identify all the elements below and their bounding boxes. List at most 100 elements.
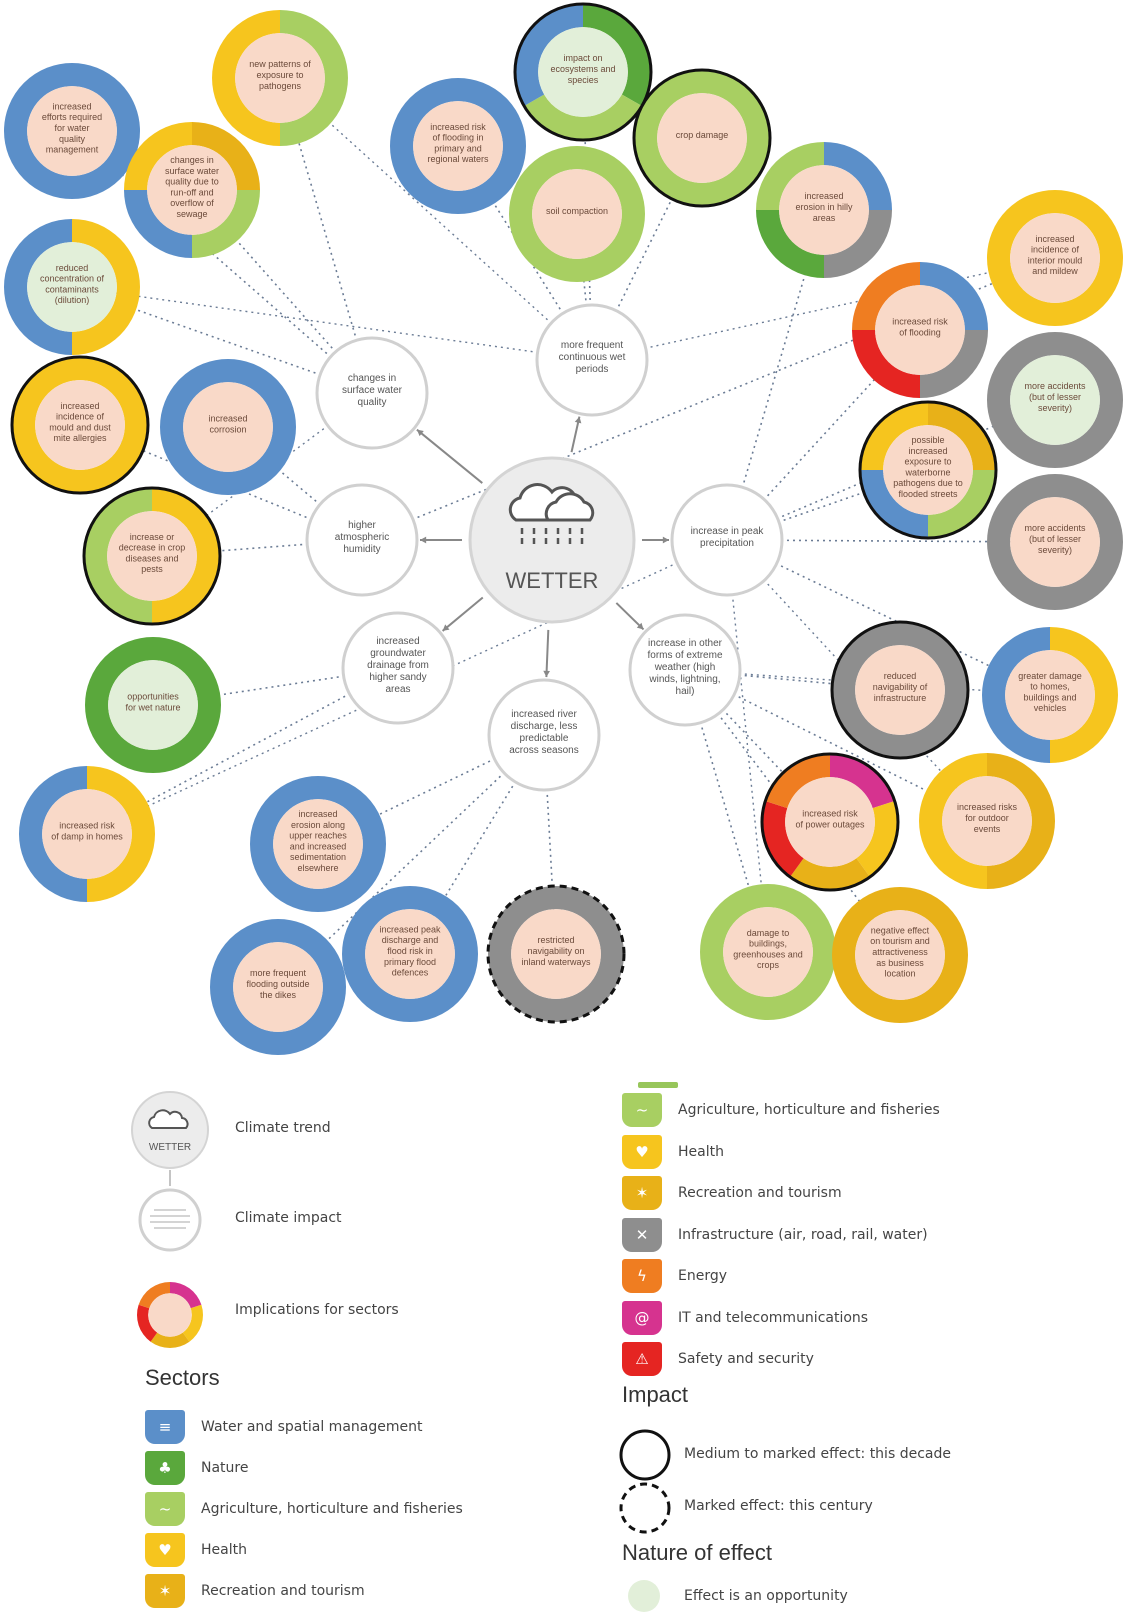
effect-fill: [108, 660, 198, 750]
connection-line: [279, 77, 593, 361]
trend-arrows: [416, 416, 669, 678]
fish-icon: ~: [145, 1492, 185, 1526]
legend-implications: Implications for sectors: [235, 1302, 399, 1318]
agriculture-segment: [699, 883, 836, 1020]
arrow-head: [662, 536, 669, 544]
trend-arrow: [615, 602, 645, 631]
effect-fill: [942, 776, 1032, 866]
effect-fill: [538, 27, 628, 117]
legend-sector-row: ⚠Safety and security: [622, 1342, 814, 1376]
legend-impact-symbol: [138, 1188, 202, 1252]
agriculture-segment: [508, 145, 645, 282]
legend-sector-label: IT and telecommunications: [678, 1309, 869, 1326]
recreation-segment: [192, 122, 260, 190]
trend-arrow: [441, 596, 484, 632]
legend-sector-row: ♣Nature: [145, 1451, 248, 1485]
runner-icon: ✶: [622, 1176, 662, 1210]
legend-climate-impact: Climate impact: [235, 1210, 342, 1226]
connection-line: [277, 734, 545, 988]
water-segment: [159, 358, 296, 495]
connection-line: [684, 669, 1051, 696]
infrastructure-segment: [986, 331, 1123, 468]
health-segment: [72, 219, 140, 355]
water-segment: [19, 766, 87, 902]
infrastructure-segment: [487, 885, 624, 1022]
legend-sector-row: ✶Recreation and tourism: [622, 1176, 842, 1210]
effect-fill: [1010, 355, 1100, 445]
impact-circle: [628, 613, 742, 727]
impact-ring: [858, 400, 998, 540]
effect-fill: [273, 799, 363, 889]
nature-segment: [756, 210, 824, 278]
at-sign-icon: @: [622, 1300, 662, 1335]
legend-sector-label: Safety and security: [678, 1351, 814, 1367]
opportunity-swatch: [628, 1580, 660, 1612]
it-segment: [830, 754, 895, 809]
connection-line: [591, 257, 1056, 361]
agriculture-segment: [756, 142, 824, 210]
effect-fill: [855, 645, 945, 735]
impact-ring: [486, 884, 626, 1024]
arrow-head: [416, 429, 424, 437]
legend-sector-label: Recreation and tourism: [201, 1583, 365, 1599]
recreation-segment: [150, 1332, 190, 1348]
water-segment: [824, 142, 892, 210]
water-segment: [860, 470, 928, 538]
trend-arrow: [416, 428, 483, 484]
legend-sector-label: Agriculture, horticulture and fisheries: [678, 1102, 940, 1118]
agriculture-segment: [84, 488, 152, 624]
effect-fill: [779, 165, 869, 255]
effect-fill: [1005, 650, 1095, 740]
effect-label: crop damage: [676, 130, 729, 140]
agriculture-segment: [928, 470, 996, 538]
legend-sector-label: Water and spatial management: [201, 1419, 423, 1435]
heart-icon: ♥: [622, 1134, 662, 1169]
infrastructure-segment: [986, 473, 1123, 610]
effect-fill: [365, 909, 455, 999]
water-segment: [124, 190, 192, 258]
water-segment: [389, 77, 526, 214]
effect-fill: [233, 942, 323, 1032]
effect-fill: [148, 1293, 192, 1337]
arrow-head: [543, 670, 550, 678]
legend-impact-decade: Medium to marked effect: this decade: [684, 1446, 951, 1462]
legend-sector-label: Infrastructure (air, road, rail, water): [678, 1226, 928, 1243]
heart-icon: ♥: [145, 1533, 185, 1567]
agriculture-segment: [192, 190, 260, 258]
impact-circle: [315, 336, 429, 450]
water-segment: [4, 62, 140, 199]
effect-node: soil compaction: [508, 145, 645, 282]
infrastructure-segment: [831, 621, 968, 758]
impact-circle: [305, 483, 419, 597]
legend-impact-rings: [619, 1429, 671, 1534]
effect-fill: [511, 909, 601, 999]
effect-fill: [42, 789, 132, 879]
legend-sector-row: ~Agriculture, horticulture and fisheries: [145, 1492, 463, 1526]
arrow-head: [636, 622, 644, 630]
